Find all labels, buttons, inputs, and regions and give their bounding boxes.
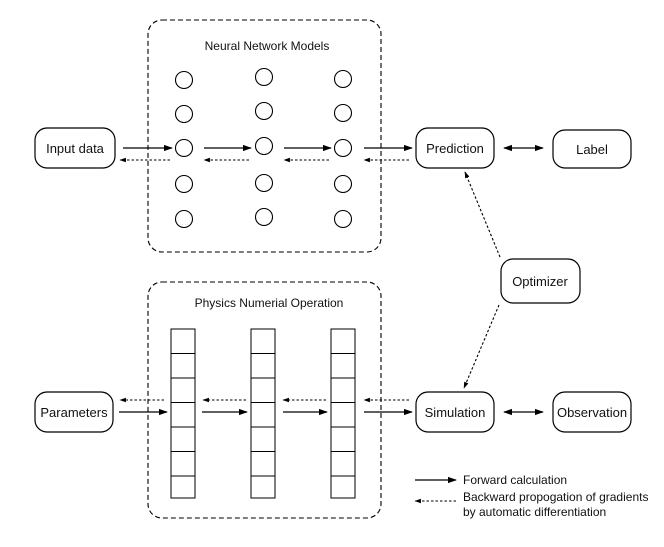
neuron	[254, 101, 274, 121]
neural-network-title: Neural Network Models	[205, 39, 330, 53]
neuron	[333, 174, 353, 194]
grid-cell	[170, 475, 196, 499]
simulation-label: Simulation	[425, 405, 486, 420]
prediction-label: Prediction	[426, 141, 484, 156]
input-data-node: Input data	[34, 127, 116, 169]
neuron	[333, 209, 353, 229]
neuron-column-1	[174, 70, 194, 229]
neuron	[254, 207, 274, 227]
grid-cell	[330, 475, 356, 499]
grid-cell	[330, 426, 356, 452]
legend: Forward calculation Backward propogation…	[414, 473, 648, 519]
grid-cell	[170, 353, 196, 379]
neuron	[254, 173, 274, 193]
simulation-node: Simulation	[415, 391, 495, 433]
optimizer-to-simulation-arrow	[463, 304, 500, 389]
legend-forward-text: Forward calculation	[463, 473, 567, 487]
label-node: Label	[552, 129, 632, 169]
label-node-label: Label	[576, 142, 608, 157]
neuron	[333, 138, 353, 158]
grid-cell	[170, 426, 196, 452]
neuron	[174, 174, 194, 194]
neuron	[254, 136, 274, 156]
legend-backward-text-2: by automatic differentiation	[463, 505, 606, 519]
grid-cell	[170, 328, 196, 354]
grid-cell	[250, 328, 276, 354]
neuron	[174, 138, 194, 158]
grid-cell	[250, 426, 276, 452]
grid-cell	[170, 451, 196, 477]
grid-cell	[250, 353, 276, 379]
prediction-node: Prediction	[415, 127, 495, 169]
legend-backward-text-1: Backward propogation of gradients	[463, 490, 648, 504]
observation-node: Observation	[552, 391, 632, 433]
optimizer-label: Optimizer	[512, 274, 568, 289]
grid-cell	[330, 451, 356, 477]
observation-label: Observation	[557, 405, 627, 420]
input-data-label: Input data	[46, 141, 105, 156]
grid-cell	[330, 402, 356, 428]
neuron-column-3	[333, 69, 353, 229]
cell-column-2	[250, 328, 276, 499]
neuron	[174, 104, 194, 124]
neuron	[174, 209, 194, 229]
neural-network-group	[147, 19, 382, 253]
grid-cell	[330, 377, 356, 403]
neuron-column-2	[254, 67, 274, 227]
grid-cell	[250, 451, 276, 477]
grid-cell	[330, 328, 356, 354]
neuron	[254, 67, 274, 87]
neuron	[174, 70, 194, 90]
grid-cell	[170, 377, 196, 403]
grid-cell	[250, 475, 276, 499]
parameters-node: Parameters	[34, 391, 114, 433]
physics-title: Physics Numerial Operation	[195, 296, 344, 310]
optimizer-to-prediction-arrow	[464, 171, 501, 258]
cell-column-1	[170, 328, 196, 499]
grid-cell	[250, 402, 276, 428]
grid-cell	[170, 402, 196, 428]
grid-cell	[250, 377, 276, 403]
neuron	[333, 103, 353, 123]
parameters-label: Parameters	[40, 405, 108, 420]
neuron	[333, 69, 353, 89]
cell-column-3	[330, 328, 356, 499]
optimizer-node: Optimizer	[500, 258, 581, 304]
grid-cell	[330, 353, 356, 379]
